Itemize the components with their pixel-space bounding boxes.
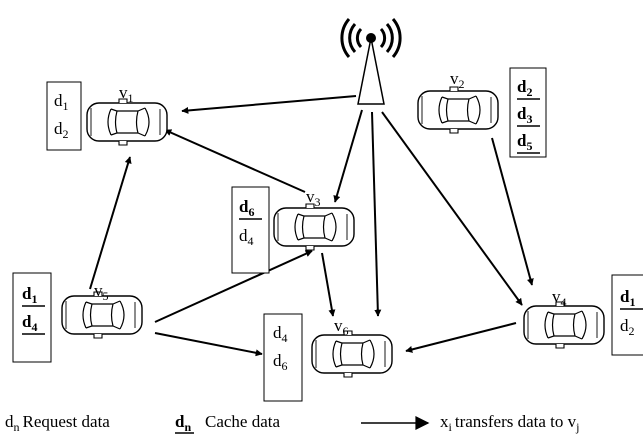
data-item-v3-1: d4 [239, 226, 254, 248]
databox-v6: d4 d6 [263, 313, 303, 402]
arrow-v4-v6 [405, 322, 517, 353]
svg-text:d4: d4 [22, 312, 37, 334]
vehicle-v2: v2 [417, 69, 499, 134]
arrow-v5-v1 [89, 156, 132, 290]
data-item-v6-0: d4 [273, 323, 288, 345]
svg-text:d1: d1 [620, 287, 635, 309]
svg-text:d2: d2 [517, 77, 532, 99]
svg-text:d4: d4 [239, 226, 254, 248]
svg-text:d3: d3 [517, 104, 532, 126]
svg-text:d6: d6 [239, 197, 254, 219]
svg-text:v4: v4 [552, 287, 567, 309]
arrow-tower-v3 [333, 109, 363, 203]
arrow-v3-v6 [321, 252, 336, 317]
databox-v3: d6 d4 [231, 186, 270, 274]
vehicle-v3: v3 [273, 187, 355, 251]
cache-item-v5-0: d1 [22, 284, 45, 307]
databox-v5: d1 d4 [12, 272, 52, 363]
svg-text:d4: d4 [273, 323, 288, 345]
svg-text:d6: d6 [273, 351, 288, 373]
legend-cache: dn Cache data [175, 412, 280, 434]
arrow-tower-v1 [181, 95, 357, 114]
cache-item-v2-0: d2 [517, 77, 540, 100]
arrow-v5-v6 [154, 332, 263, 357]
svg-text:v3: v3 [306, 187, 321, 209]
cache-item-v4-0: d1 [620, 287, 643, 310]
databox-v2: d2 d3 d5 [509, 67, 547, 158]
svg-text:dn: dn [175, 412, 191, 434]
svg-text:v2: v2 [450, 69, 465, 91]
vehicle-v6: v6 [311, 316, 393, 378]
arrow-v3-v1 [164, 129, 306, 193]
arrow-tower-v4 [381, 111, 523, 306]
svg-text:d5: d5 [517, 131, 532, 153]
cache-item-v5-1: d4 [22, 312, 45, 335]
cache-item-v2-1: d3 [517, 104, 540, 127]
databox-v4: d1 d2 [611, 274, 643, 356]
transfer-arrows [89, 95, 534, 357]
data-item-v1-0: d1 [54, 91, 69, 113]
car-topview-icon [311, 330, 393, 378]
arrow-tower-v6 [371, 111, 382, 317]
vehicle-v4: v4 [523, 287, 605, 349]
cache-item-v3-0: d6 [239, 197, 262, 220]
svg-text:v5: v5 [94, 281, 109, 303]
data-item-v6-1: d6 [273, 351, 288, 373]
svg-text:v1: v1 [119, 83, 134, 105]
svg-text:d2: d2 [620, 316, 635, 338]
vehicle-v5: v5 [61, 281, 143, 339]
data-item-v1-1: d2 [54, 119, 69, 141]
arrow-v5-v3 [154, 250, 313, 323]
cache-item-v2-2: d5 [517, 131, 540, 154]
car-topview-icon [417, 86, 499, 134]
vehicle-v1: v1 [86, 83, 168, 146]
svg-text:Cache data: Cache data [205, 412, 280, 431]
cell-tower-icon [340, 18, 402, 105]
car-topview-icon [86, 98, 168, 146]
databox-v1: d1 d2 [46, 81, 82, 151]
svg-text:d2: d2 [54, 119, 69, 141]
svg-text:d1: d1 [54, 91, 69, 113]
car-topview-icon [273, 203, 355, 251]
svg-text:v6: v6 [334, 316, 349, 338]
svg-text:d1: d1 [22, 284, 37, 306]
arrow-v2-v4 [491, 137, 534, 286]
data-item-v4-1: d2 [620, 316, 635, 338]
